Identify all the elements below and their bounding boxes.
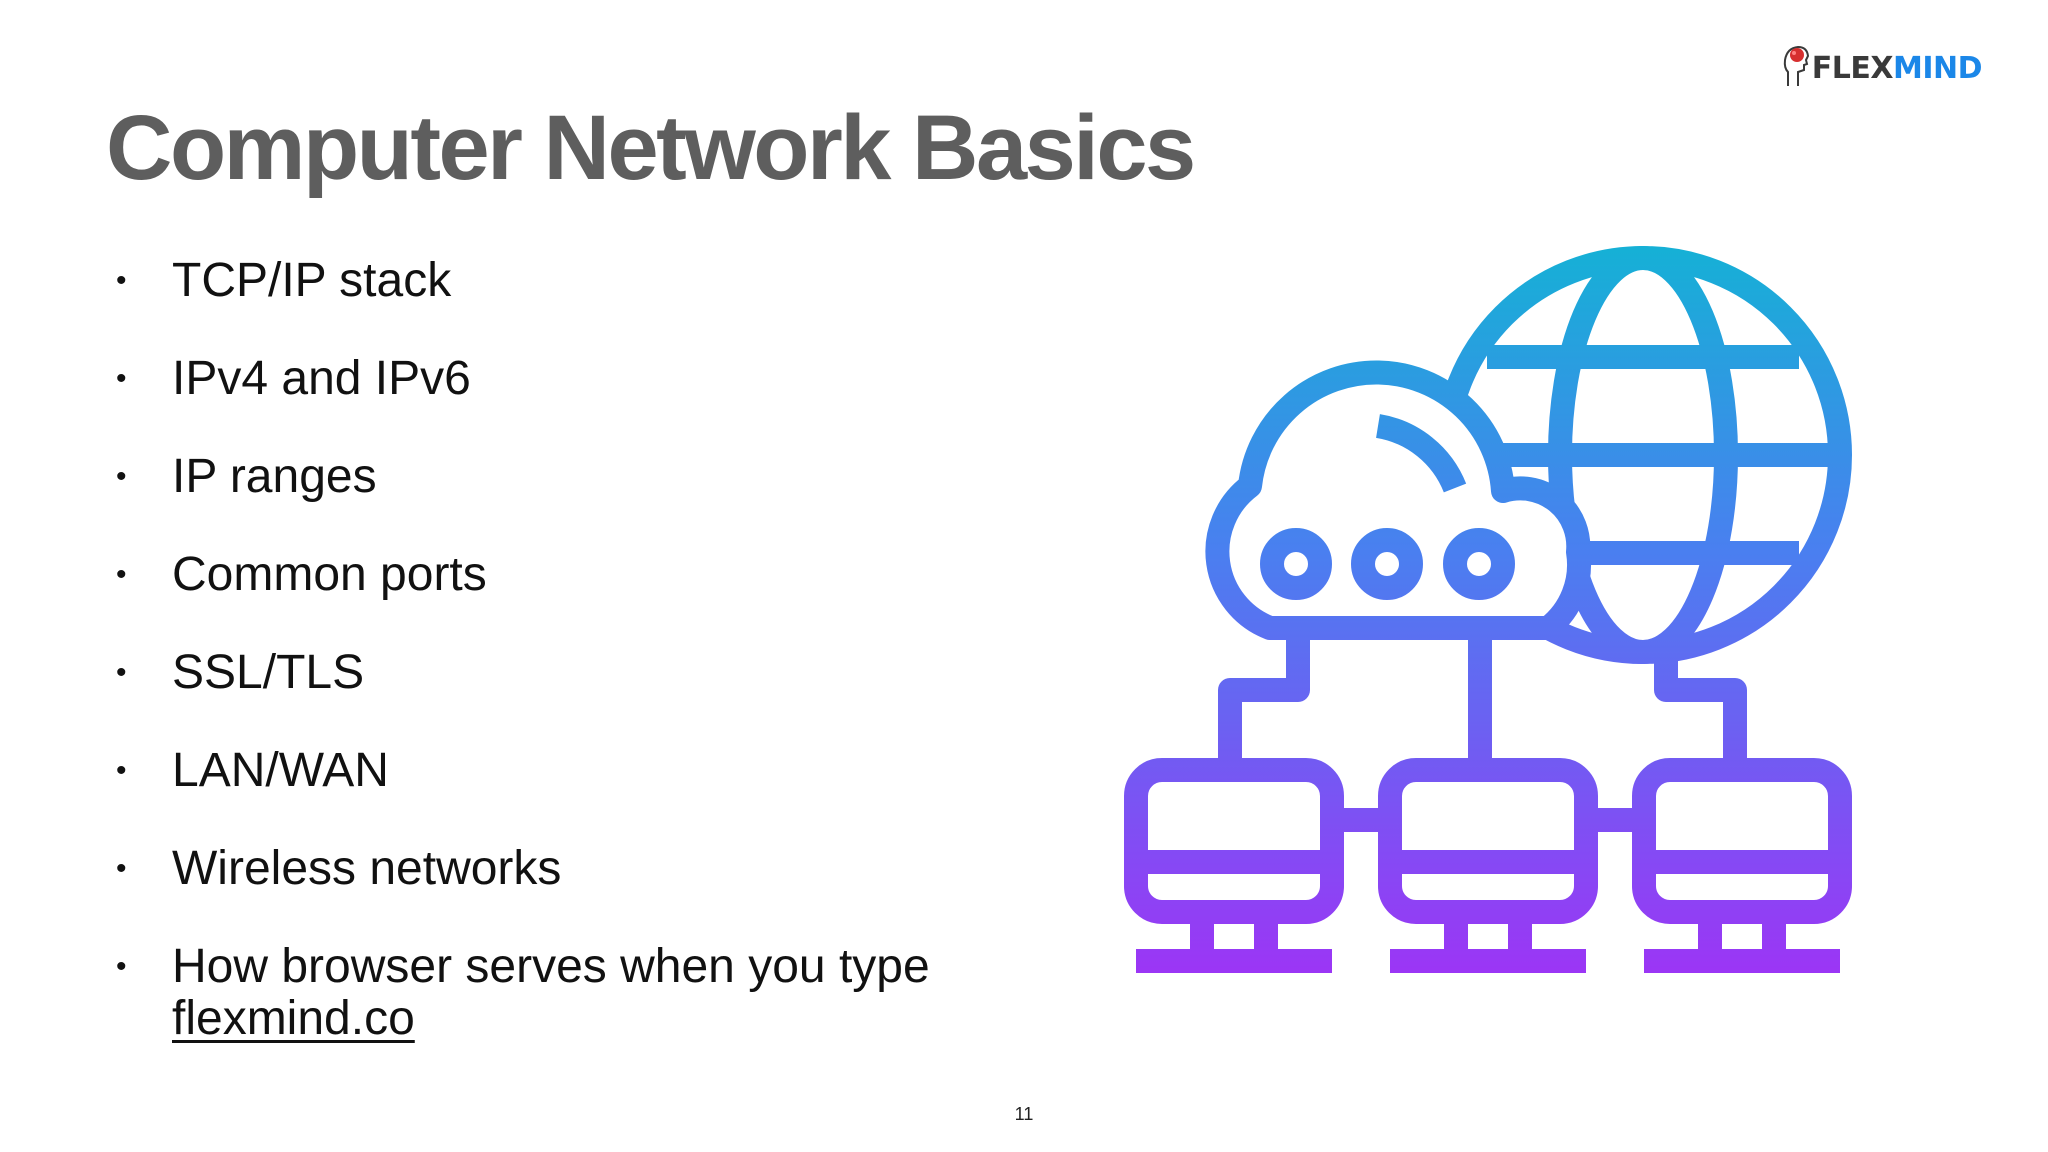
- dot-icon: [1443, 528, 1515, 600]
- computer-icon: [1632, 758, 1852, 973]
- bullet-list: • TCP/IP stack • IPv4 and IPv6 • IP rang…: [112, 255, 1052, 1045]
- cloud-arc: [1375, 414, 1467, 493]
- cloud-network-globe-icon: [1124, 246, 1852, 973]
- logo-text: FLEXMIND: [1811, 51, 1983, 86]
- bullet-item: • LAN/WAN: [112, 745, 1052, 843]
- bullet-item: • TCP/IP stack: [112, 255, 1052, 353]
- bullet-item: • Wireless networks: [112, 843, 1052, 941]
- bullet-text: SSL/TLS: [172, 646, 365, 699]
- bullet-item: • SSL/TLS: [112, 647, 1052, 745]
- bullet-marker: •: [116, 656, 127, 689]
- bullet-marker: •: [116, 460, 127, 493]
- bullet-item: • IPv4 and IPv6: [112, 353, 1052, 451]
- globe-icon: [1434, 246, 1852, 664]
- bullet-text: IPv4 and IPv6: [172, 352, 471, 405]
- bullet-marker: •: [116, 950, 127, 983]
- bullet-item: • IP ranges: [112, 451, 1052, 549]
- bullet-text: LAN/WAN: [172, 744, 389, 797]
- bullet-marker: •: [116, 558, 127, 591]
- bullet-marker: •: [116, 362, 127, 395]
- slide-title: Computer Network Basics: [106, 97, 1196, 199]
- bullet-text: TCP/IP stack: [172, 254, 452, 307]
- cloud-icon: [1205, 360, 1592, 640]
- bullet-item: • Common ports: [112, 549, 1052, 647]
- bullet-text: IP ranges: [172, 450, 377, 503]
- connector-lines: [1218, 628, 1747, 832]
- computer-icon: [1124, 758, 1344, 973]
- flexmind-link[interactable]: flexmind.co: [172, 992, 415, 1045]
- dot-icon: [1351, 528, 1423, 600]
- bullet-marker: •: [116, 754, 127, 787]
- bullet-item: • How browser serves when you type flexm…: [112, 941, 1052, 1045]
- bullet-text: How browser serves when you type: [172, 940, 930, 993]
- bullet-marker: •: [116, 264, 127, 297]
- computer-icon: [1378, 758, 1598, 973]
- head-brain-icon: [1783, 45, 1809, 86]
- dot-icon: [1260, 528, 1332, 600]
- bullet-text: Wireless networks: [172, 842, 562, 895]
- bullet-text: Common ports: [172, 548, 487, 601]
- page-number: 11: [1014, 1104, 1034, 1124]
- flexmind-logo: FLEXMIND: [1782, 28, 1983, 88]
- bullet-marker: •: [116, 852, 127, 885]
